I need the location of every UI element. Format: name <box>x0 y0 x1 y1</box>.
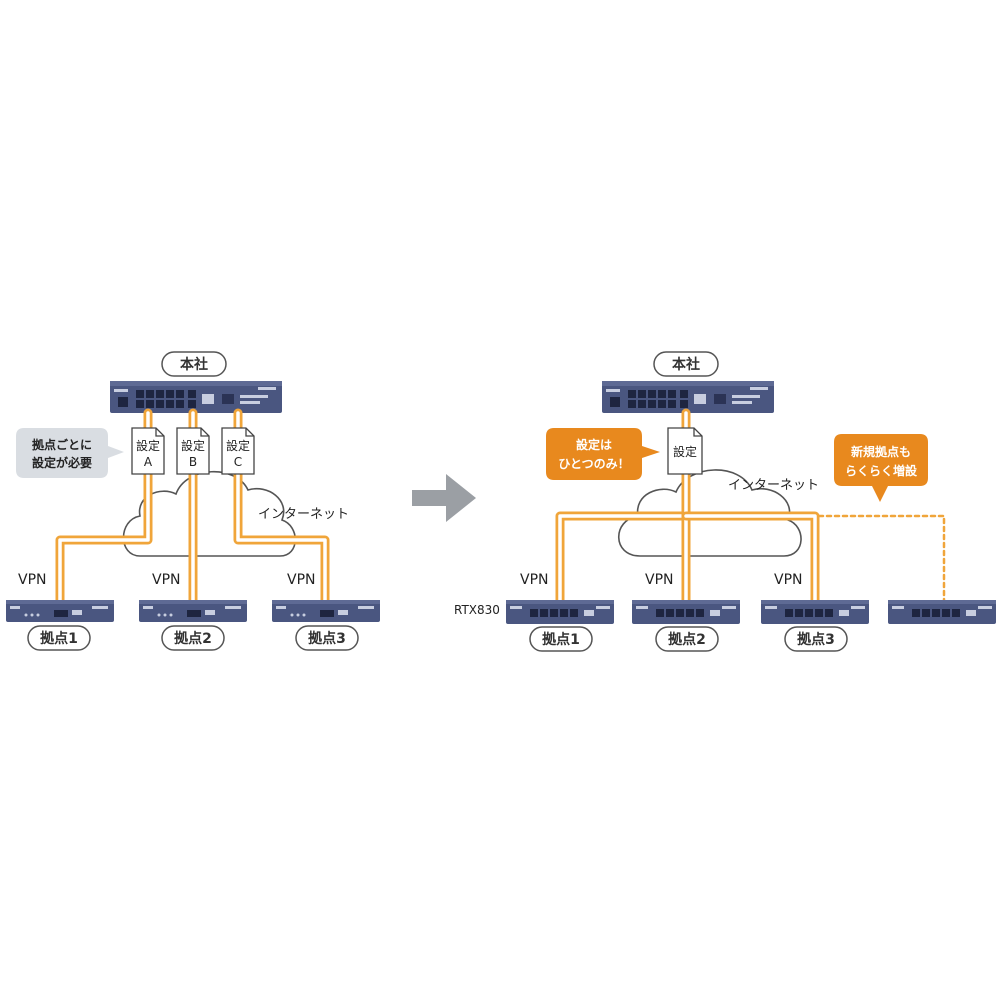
config-doc-a: 設定 A <box>131 427 165 475</box>
hq-router-left <box>110 381 282 413</box>
doc-a-title: 設定 <box>136 438 160 453</box>
branch-label-right-3: 拠点3 <box>784 626 848 652</box>
left-diagram: 本社 設定 A <box>6 351 380 651</box>
callout-per-branch-line2: 設定が必要 <box>32 455 92 470</box>
right-diagram: 本社 設定 設定は ひとつのみ！ <box>454 351 996 652</box>
hq-label-right: 本社 <box>653 351 719 377</box>
svg-text:拠点3: 拠点3 <box>308 630 346 647</box>
branch-label-left-1: 拠点1 <box>27 625 91 651</box>
vpn-label-right-3: VPN <box>774 572 803 588</box>
callout-single-config-line2: ひとつのみ！ <box>558 457 629 471</box>
branch-router-right-1 <box>506 600 614 624</box>
branch-router-left-2 <box>139 600 247 622</box>
hq-router-right <box>602 381 774 413</box>
branch-router-left-3 <box>272 600 380 622</box>
doc-a-letter: A <box>144 455 153 469</box>
svg-text:拠点3: 拠点3 <box>797 631 835 648</box>
branch-label-right-2: 拠点2 <box>655 626 719 652</box>
hq-label-left-text: 本社 <box>180 356 208 373</box>
internet-label-right: インターネット <box>728 478 819 493</box>
doc-b-letter: B <box>189 455 197 469</box>
branch-router-right-2 <box>632 600 740 624</box>
branch-router-left-1 <box>6 600 114 622</box>
svg-text:拠点2: 拠点2 <box>174 630 212 647</box>
vpn-label-left-2: VPN <box>152 572 181 588</box>
svg-text:拠点1: 拠点1 <box>542 631 580 648</box>
branch-router-right-new <box>888 600 996 624</box>
vpn-label-left-3: VPN <box>287 572 316 588</box>
callout-single-config: 設定は ひとつのみ！ <box>546 428 660 480</box>
callout-single-config-line1: 設定は <box>576 437 612 452</box>
internet-cloud-left <box>122 470 296 557</box>
vpn-tubes-left <box>55 408 330 605</box>
config-doc-b: 設定 B <box>176 427 210 475</box>
hq-label-left: 本社 <box>161 351 227 377</box>
doc-c-title: 設定 <box>226 438 250 453</box>
internet-label-left: インターネット <box>258 507 349 522</box>
model-label: RTX830 <box>454 603 500 617</box>
callout-new-branch-line2: らくらく増設 <box>845 463 918 478</box>
vpn-tubes-right <box>555 408 946 605</box>
doc-single-title: 設定 <box>673 444 697 459</box>
config-doc-single: 設定 <box>667 427 703 475</box>
config-doc-c: 設定 C <box>221 427 255 475</box>
hq-label-right-text: 本社 <box>672 356 700 373</box>
callout-per-branch-line1: 拠点ごとに <box>32 437 92 452</box>
svg-text:拠点1: 拠点1 <box>40 630 78 647</box>
doc-b-title: 設定 <box>181 438 205 453</box>
callout-new-branch: 新規拠点も らくらく増設 <box>834 434 928 502</box>
branch-label-left-2: 拠点2 <box>161 625 225 651</box>
vpn-label-right-1: VPN <box>520 572 549 588</box>
vpn-label-left-1: VPN <box>18 572 47 588</box>
branch-label-left-3: 拠点3 <box>295 625 359 651</box>
callout-new-branch-line1: 新規拠点も <box>851 444 911 459</box>
vpn-label-right-2: VPN <box>645 572 674 588</box>
callout-per-branch: 拠点ごとに 設定が必要 <box>16 428 124 478</box>
doc-c-letter: C <box>234 455 242 469</box>
arrow-right-icon <box>412 474 476 522</box>
svg-text:拠点2: 拠点2 <box>668 631 706 648</box>
branch-label-right-1: 拠点1 <box>529 626 593 652</box>
branch-router-right-3 <box>761 600 869 624</box>
